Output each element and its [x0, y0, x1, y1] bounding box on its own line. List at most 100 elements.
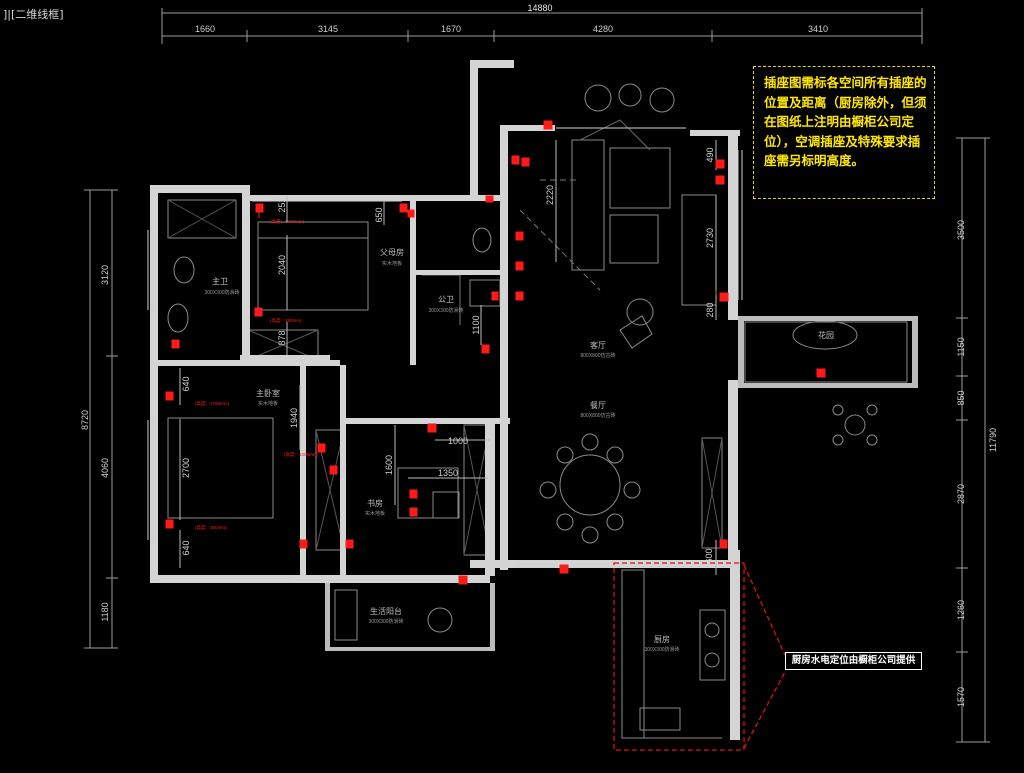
wall-notch-top: [470, 60, 514, 68]
socket-marker: [715, 159, 725, 169]
dim-right-4: 2870: [956, 484, 966, 504]
dim-1600: 1600: [384, 455, 394, 475]
wall-south: [150, 575, 490, 583]
socket-marker: [329, 465, 338, 475]
socket-marker: [485, 195, 494, 203]
garden-table: [844, 414, 866, 436]
socket-marker: [715, 175, 725, 185]
room-balcony-floor: 300X300防滑砖: [368, 618, 403, 625]
wall-notch: [470, 60, 478, 200]
toilet-public: [472, 227, 492, 253]
room-public-bath: 公卫: [438, 295, 454, 304]
dim-right-5: 1260: [956, 600, 966, 620]
kitchen-counter-left: [621, 569, 645, 739]
dim-right-total: 11790: [988, 428, 998, 452]
dim-2730: 2730: [705, 228, 715, 248]
dim-2220: 2220: [545, 185, 555, 205]
dim-right-2: 1150: [956, 337, 966, 356]
socket-marker: [515, 261, 524, 271]
kitchen-zone-outline: [613, 562, 745, 751]
socket-marker: [816, 368, 826, 378]
wall-parents-public: [410, 195, 416, 365]
socket-height-tag-1: (高度：1700mm): [270, 218, 305, 225]
socket-marker: [521, 157, 530, 167]
wall-study-west: [340, 365, 346, 580]
room-master-bath: 主卫: [212, 276, 228, 286]
dim-1940: 1940: [289, 408, 299, 428]
socket-marker: [317, 443, 326, 453]
room-kitchen-floor: 300X300防滑砖: [644, 646, 679, 653]
dim-252: 252: [277, 197, 287, 212]
dim-600: 600: [704, 548, 714, 563]
windows: [147, 127, 743, 583]
socket-height-tag-5: (高度：1200mm): [284, 451, 319, 458]
wall-living-north-b: [690, 130, 740, 136]
dimension-lines: [84, 8, 990, 743]
socket-height-tag-2: (高度：350mm): [270, 317, 302, 324]
socket-marker: [409, 489, 418, 499]
dim-left-total: 8720: [80, 410, 90, 430]
socket-marker: [719, 539, 728, 549]
dim-top-total: 14880: [527, 3, 552, 13]
wall-living-west: [500, 125, 508, 570]
garden-planter: [744, 321, 908, 383]
wall-living-east: [728, 130, 738, 320]
room-living: 客厅: [590, 340, 606, 350]
dim-left-2: 4060: [100, 458, 110, 478]
socket-markers: [165, 120, 826, 585]
wall-bed-study: [300, 365, 306, 580]
socket-marker: [299, 539, 308, 549]
dim-280: 280: [705, 302, 715, 317]
plant-1: [584, 84, 612, 112]
socket-height-tag-4: (高度：350mm): [195, 524, 227, 531]
chair-study: [432, 491, 460, 519]
socket-marker: [491, 291, 499, 301]
tv-wall: [571, 139, 605, 271]
dim-left-1: 3120: [100, 265, 110, 285]
socket-marker: [254, 307, 263, 317]
dim-640-top: 640: [181, 376, 191, 391]
wall-living-north-a: [500, 125, 555, 131]
socket-marker: [543, 120, 553, 130]
dim-640-bottom: 640: [181, 540, 191, 555]
room-kitchen: 厨房: [654, 634, 670, 644]
socket-marker: [559, 564, 569, 574]
wall-masterbath-east: [242, 185, 250, 355]
sink: [639, 707, 681, 731]
room-dining: 餐厅: [590, 401, 606, 410]
socket-marker: [255, 203, 264, 218]
dim-2700: 2700: [181, 458, 191, 478]
socket-height-tag-3: (高度：1700mm): [195, 400, 230, 407]
dim-right-6: 1570: [956, 687, 966, 707]
stove: [699, 609, 726, 681]
room-study: 书房: [367, 498, 383, 508]
wall-bath-bed: [150, 360, 340, 366]
dim-right-1: 3500: [956, 220, 966, 240]
room-balcony: 生活阳台: [370, 606, 402, 616]
socket-marker: [165, 519, 174, 529]
room-master-bed: 主卧室: [256, 388, 280, 398]
room-garden: 花园: [818, 330, 834, 340]
kitchen-callout-leader: [743, 564, 786, 749]
dim-top-1: 1660: [195, 24, 215, 34]
dim-490: 490: [705, 147, 715, 162]
plant-3: [649, 87, 675, 113]
socket-marker: [515, 291, 524, 301]
toilet-master: [173, 256, 195, 284]
viewport-mode-label[interactable]: ]|[二维线框]: [0, 6, 67, 22]
kitchen-callout: [613, 562, 786, 751]
shower-hatch: [167, 199, 237, 239]
basin-master: [167, 303, 189, 333]
room-dining-floor: 800X800仿古砖: [580, 412, 615, 419]
washer: [427, 607, 453, 633]
socket-marker: [345, 539, 354, 549]
socket-marker: [481, 344, 490, 354]
desk-study: [397, 467, 459, 519]
wall-north-mid: [242, 195, 502, 201]
coffee-table: [609, 214, 659, 264]
wall-study-east: [485, 418, 495, 576]
room-parents-floor: 实木地板: [382, 260, 402, 267]
room-master-bed-floor: 实木地板: [258, 400, 278, 407]
